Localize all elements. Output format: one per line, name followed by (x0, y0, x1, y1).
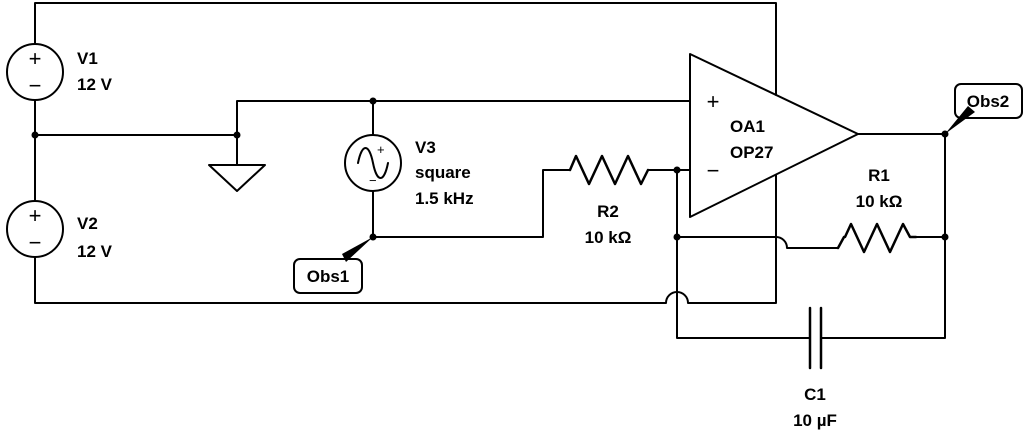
c1-name: C1 (804, 385, 826, 404)
probe-pointer (342, 237, 373, 262)
v1-value: 12 V (77, 75, 113, 94)
v1-minus-sign: − (29, 73, 42, 98)
v3-frequency: 1.5 kHz (415, 189, 474, 208)
junction-dot (673, 233, 681, 241)
wire-bottom-rail (34, 216, 777, 304)
r1-value: 10 kΩ (856, 192, 903, 211)
v2-minus-sign: − (29, 230, 42, 255)
r1-zigzag (836, 222, 918, 254)
junction-dot (673, 166, 681, 174)
opamp-triangle (689, 53, 859, 218)
c1-value: 10 µF (793, 411, 837, 430)
r2-zigzag (568, 154, 650, 186)
probe-obs1-label: Obs1 (307, 267, 350, 286)
v2-circle (6, 200, 64, 258)
v2-source[interactable]: + − V2 12 V (6, 200, 113, 261)
v3-mode: square (415, 163, 471, 182)
v2-name: V2 (77, 214, 98, 233)
probe-pointer (945, 106, 975, 134)
junctions (31, 97, 949, 241)
r2-value: 10 kΩ (585, 228, 632, 247)
oa1-model: OP27 (730, 143, 773, 162)
probe-obs2-label: Obs2 (967, 92, 1010, 111)
v3-plus-sign: + (377, 142, 385, 157)
oa1-opamp[interactable]: + − OA1 OP27 (689, 53, 859, 218)
opamp-noninv-sign: + (707, 89, 720, 114)
junction-dot (31, 131, 39, 139)
v3-source[interactable]: + − V3 square 1.5 kHz (344, 134, 474, 208)
v3-circle (344, 134, 402, 192)
wire-feedback-r1 (676, 236, 839, 249)
probe-obs2-box (954, 83, 1023, 119)
wire-v3-to-r2 (372, 169, 571, 238)
wire-top-rail (34, 2, 777, 87)
v1-circle (6, 43, 64, 101)
v2-value: 12 V (77, 242, 113, 261)
v2-plus-sign: + (29, 203, 42, 228)
opamp-inv-sign: − (707, 158, 720, 183)
c1-capacitor[interactable]: C1 10 µF (793, 306, 837, 430)
v3-name: V3 (415, 138, 436, 157)
probe-obs1-box (293, 258, 363, 294)
wires (34, 2, 946, 339)
v1-source[interactable]: + − V1 12 V (6, 43, 113, 101)
junction-dot (369, 97, 377, 105)
oa1-name: OA1 (730, 117, 765, 136)
ground-icon (208, 164, 266, 192)
junction-dot (233, 131, 241, 139)
r1-resistor[interactable]: R1 10 kΩ (836, 166, 918, 254)
v1-plus-sign: + (29, 46, 42, 71)
v3-minus-sign: − (369, 173, 377, 188)
probe-obs2[interactable]: Obs2 (945, 83, 1023, 134)
v1-name: V1 (77, 49, 98, 68)
junction-dot (941, 233, 949, 241)
r2-name: R2 (597, 202, 619, 221)
probe-obs1[interactable]: Obs1 (293, 237, 373, 294)
r1-name: R1 (868, 166, 890, 185)
r2-resistor[interactable]: R2 10 kΩ (568, 154, 650, 247)
wire-noninv-input (236, 100, 691, 136)
wire-feedback-vertical (676, 169, 811, 339)
sine-wave-icon (357, 147, 389, 179)
